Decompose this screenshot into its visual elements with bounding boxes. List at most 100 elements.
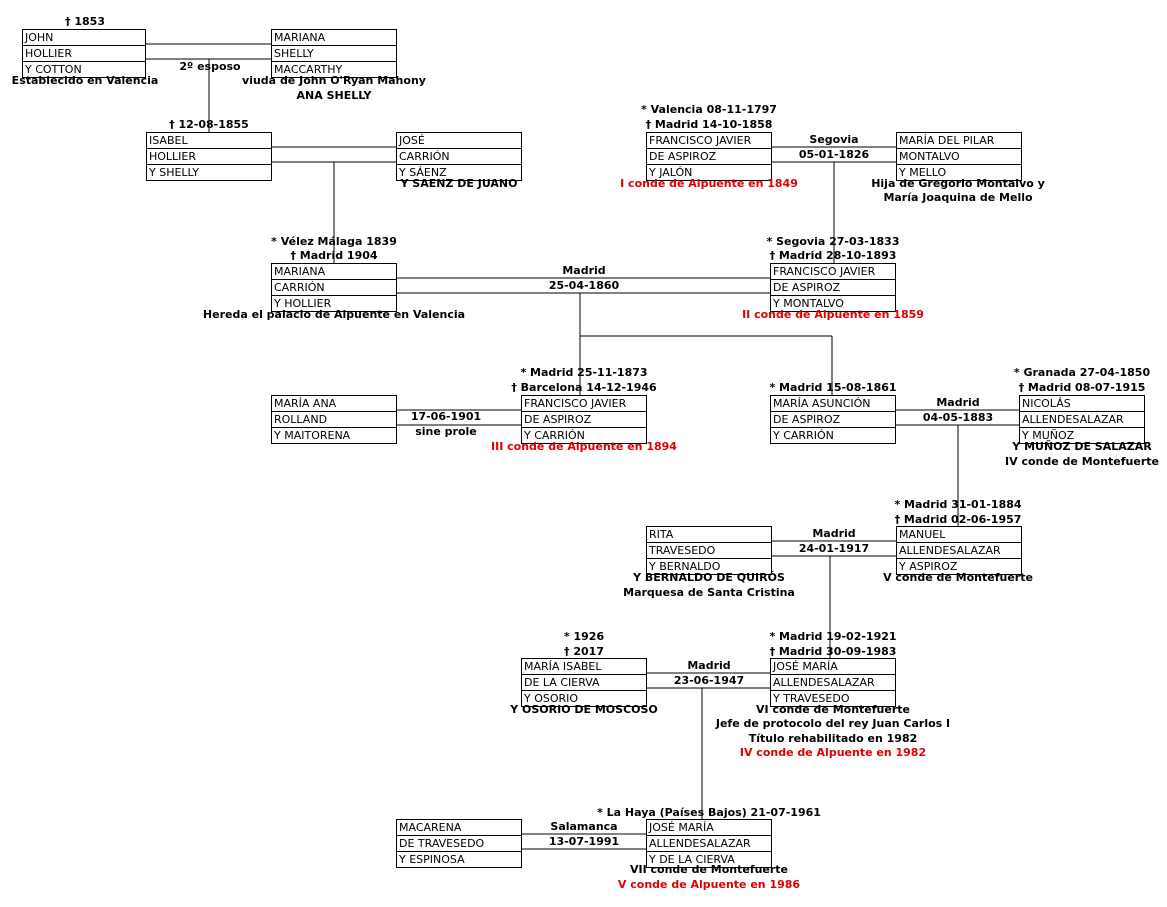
person-name-line: MACARENA <box>399 821 462 834</box>
annotation-label: Hereda el palacio de Alpuente en Valenci… <box>202 308 466 321</box>
annotation-label: * Madrid 19-02-1921 <box>769 630 897 643</box>
annotation-label: Madrid <box>936 396 980 409</box>
person-name-line: Y CARRIÓN <box>771 427 895 443</box>
annotation-label: sine prole <box>415 425 477 438</box>
annotation-label: † Madrid 1904 <box>290 249 378 262</box>
person-name-line: Y MONTALVO <box>771 295 895 311</box>
person-name-line: DE LA CIERVA <box>522 674 646 690</box>
person-name-line: MONTALVO <box>897 148 1021 164</box>
annotation-label: 2º esposo <box>179 60 241 73</box>
person-name-line: Y ESPINOSA <box>397 851 521 867</box>
annotation-label: * La Haya (Países Bajos) 21-07-1961 <box>597 806 821 819</box>
annotation-label: † Barcelona 14-12-1946 <box>511 381 657 394</box>
person-name-line: Y ASPIROZ <box>897 558 1021 574</box>
annotation-label: Madrid <box>812 527 856 540</box>
person-name-line: MARÍA DEL PILAR <box>899 134 995 147</box>
person-name-line: MANUEL <box>899 528 946 541</box>
annotation-label: Jefe de protocolo del rey Juan Carlos I <box>715 717 951 730</box>
person-name-line: JOSÉ MARÍA <box>773 660 838 673</box>
person-name-line: FRANCISCO JAVIER <box>773 265 876 278</box>
annotation-label: Título rehabilitado en 1982 <box>748 732 918 745</box>
annotation-label: 24-01-1917 <box>798 542 870 555</box>
annotation-label: Segovia <box>809 133 859 146</box>
person-name-line: CARRIÓN <box>272 279 396 295</box>
annotation-label: † Madrid 02-06-1957 <box>894 513 1022 526</box>
person-name-line: DE TRAVESEDO <box>397 835 521 851</box>
person-name-line: HOLLIER <box>23 45 145 61</box>
annotation-label: Y SAENZ DE JUANO <box>400 177 518 190</box>
person-name-line: CARRIÓN <box>397 148 521 164</box>
person-name-line: SHELLY <box>272 45 396 61</box>
annotation-label: Marquesa de Santa Cristina <box>623 586 795 599</box>
person-name-line: RITA <box>649 528 674 541</box>
annotation-label: * Madrid 25-11-1873 <box>520 366 648 379</box>
annotation-label: María Joaquina de Mello <box>883 191 1033 204</box>
annotation-label: 13-07-1991 <box>548 835 620 848</box>
person-name-line: JOHN <box>25 31 54 44</box>
person-name-line: Y MUÑOZ <box>1020 427 1144 443</box>
annotation-label: † Madrid 30-09-1983 <box>769 645 897 658</box>
annotation-label: * Madrid 15-08-1861 <box>769 381 897 394</box>
title-label: II conde de Alpuente en 1859 <box>742 308 924 321</box>
annotation-label: † 2017 <box>564 645 604 658</box>
annotation-label: 17-06-1901 <box>410 410 482 423</box>
annotation-label: VII conde de Montefuerte <box>629 863 789 876</box>
title-label: III conde de Alpuente en 1894 <box>491 440 677 453</box>
annotation-label: Madrid <box>562 264 606 277</box>
person-name-line: MARÍA ANA <box>274 397 337 410</box>
annotation-label: † 12-08-1855 <box>169 118 249 131</box>
annotation-label: * Vélez Málaga 1839 <box>271 235 397 248</box>
person-name-line: Y COTTON <box>23 61 145 77</box>
annotation-label: Madrid <box>687 659 731 672</box>
person-name-line: JOSÉ <box>399 134 425 147</box>
person-name-line: MARIANA <box>274 265 326 278</box>
title-label: V conde de Alpuente en 1986 <box>617 878 801 891</box>
person-name-line: DE ASPIROZ <box>771 411 895 427</box>
person-name-line: Y BERNALDO <box>647 558 771 574</box>
annotation-label: 05-01-1826 <box>798 148 870 161</box>
person-name-line: ALLENDESALAZAR <box>771 674 895 690</box>
person-name-line: Y SÁENZ <box>397 164 521 180</box>
person-name-line: HOLLIER <box>147 148 271 164</box>
person-name-line: MARÍA ISABEL <box>524 660 602 673</box>
annotation-label: ANA SHELLY <box>296 89 372 102</box>
annotation-label: IV conde de Montefuerte <box>1005 455 1159 468</box>
person-name-line: Y HOLLIER <box>272 295 396 311</box>
person-name-line: Y MAITORENA <box>272 427 396 443</box>
person-name-line: Y SHELLY <box>147 164 271 180</box>
person-name-line: Y CARRIÓN <box>522 427 646 443</box>
annotation-label: * Segovia 27-03-1833 <box>766 235 900 248</box>
person-name-line: ROLLAND <box>272 411 396 427</box>
annotation-label: Hija de Gregorio Montalvo y <box>871 177 1045 190</box>
person-name-line: DE ASPIROZ <box>522 411 646 427</box>
annotation-label: 25-04-1860 <box>548 279 620 292</box>
annotation-label: Y OSORIO DE MOSCOSO <box>510 703 658 716</box>
person-name-line: MARÍA ASUNCIÓN <box>773 397 871 410</box>
person-name-line: ALLENDESALAZAR <box>647 835 771 851</box>
annotation-label: 23-06-1947 <box>673 674 745 687</box>
annotation-label: 04-05-1883 <box>922 411 994 424</box>
annotation-label: V conde de Montefuerte <box>883 571 1033 584</box>
person-name-line: DE ASPIROZ <box>647 148 771 164</box>
person-name-line: Y JALÓN <box>647 164 771 180</box>
person-name-line: NICOLÁS <box>1022 397 1071 410</box>
annotation-label: † Madrid 14-10-1858 <box>645 118 773 131</box>
person-name-line: MARIANA <box>274 31 326 44</box>
person-name-line: JOSÉ MARÍA <box>649 821 714 834</box>
annotation-label: Y MUÑOZ DE SALAZAR <box>1012 440 1152 453</box>
